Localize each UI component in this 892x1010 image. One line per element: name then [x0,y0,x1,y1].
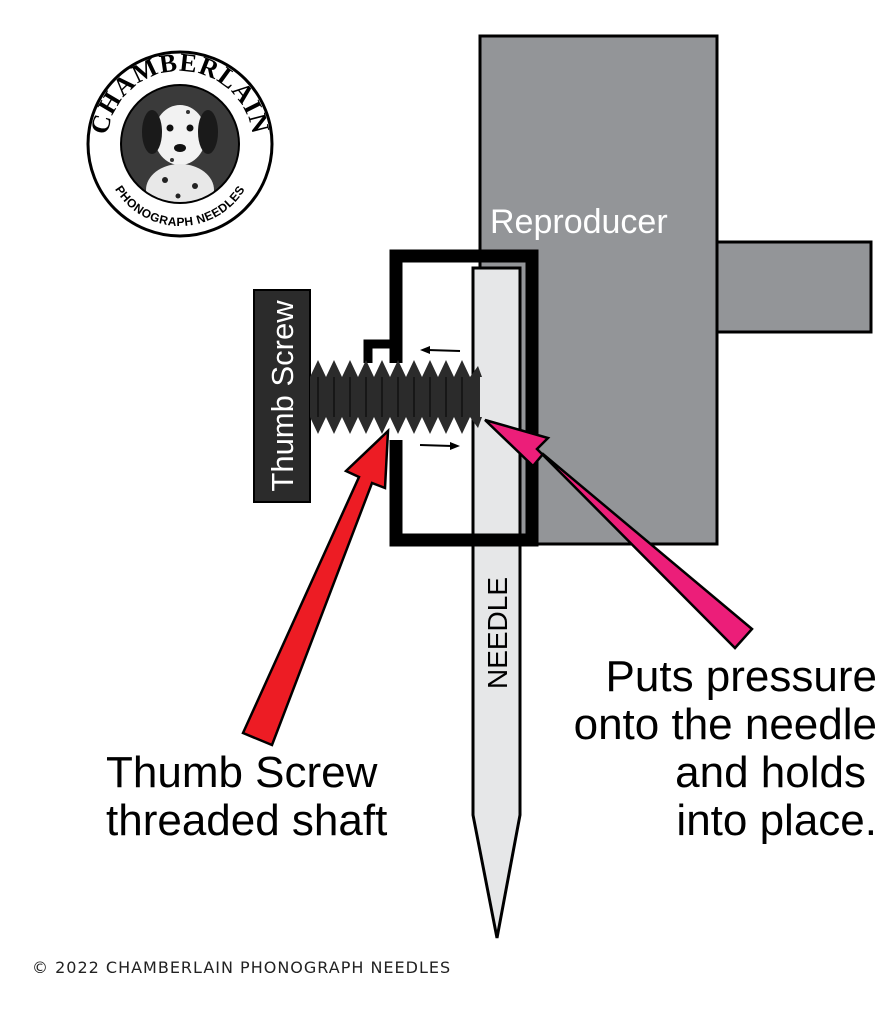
chamberlain-logo: CHAMBERLAIN PHONOGRAPH NEEDLES [85,48,274,238]
pressure-callout-line2: onto the needle [574,700,877,749]
shaft-callout-line2: threaded shaft [106,796,387,845]
clamp-notch [363,339,396,363]
motion-arrow-bottom [419,442,460,450]
shaft-callout-line1: Thumb Screw [106,748,378,797]
needle-clamp [389,249,539,547]
pink-arrow [484,418,754,650]
dalmatian-icon [122,86,238,202]
reproducer [478,34,873,546]
pressure-callout-line4: into place. [676,796,877,845]
pressure-callout-line3: and holds [675,748,866,797]
thumb-screw-head [253,289,311,503]
needle-label: NEEDLE [482,577,513,689]
pressure-callout-line1: Puts pressure [606,652,877,701]
red-arrow [241,427,390,747]
threaded-shaft [310,360,482,434]
shaft-callout: Thumb Screw threaded shaft [106,748,387,845]
copyright-notice: © 2022 CHAMBERLAIN PHONOGRAPH NEEDLES [32,958,452,977]
thumb-screw-label: Thumb Screw [265,300,300,492]
pressure-callout: Puts pressure onto the needle and holds … [574,652,877,845]
motion-arrow-top [420,346,461,354]
reproducer-label: Reproducer [490,203,668,241]
